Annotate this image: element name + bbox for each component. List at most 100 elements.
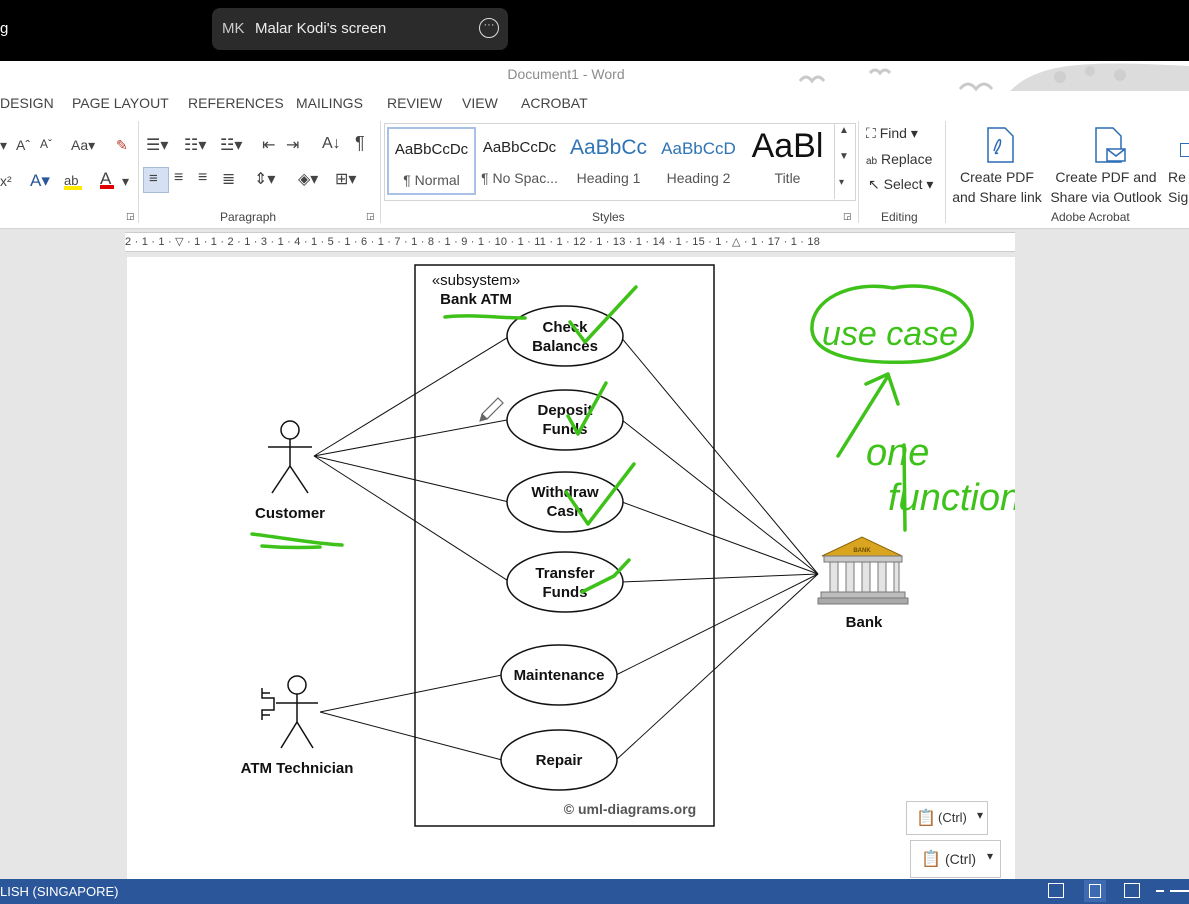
- tab-references[interactable]: REFERENCES: [188, 95, 284, 111]
- show-formatting-marks-icon[interactable]: ¶: [355, 133, 365, 153]
- styles-gallery: [384, 123, 856, 201]
- tab-view[interactable]: VIEW: [462, 95, 498, 111]
- style-normal[interactable]: AaBbCcDc ¶ Normal: [387, 127, 476, 195]
- clear-formatting-icon[interactable]: ✎: [116, 137, 128, 153]
- create-pdf-outlook-icon: [1095, 127, 1126, 163]
- styles-scroll[interactable]: ▲ ▼ ▾: [834, 123, 853, 199]
- highlight-color-icon[interactable]: ab: [64, 173, 82, 190]
- use-case-repair[interactable]: [500, 729, 618, 791]
- style-heading-2-sample: AaBbCcD: [661, 139, 736, 158]
- association-line: [319, 711, 503, 761]
- align-left-icon[interactable]: ≡: [143, 167, 169, 193]
- print-layout-icon[interactable]: [1084, 880, 1106, 902]
- zoom-slider[interactable]: [1170, 890, 1189, 892]
- request-signatures-icon: [1180, 143, 1189, 157]
- superscript-icon[interactable]: x²: [0, 173, 12, 189]
- association-line: [313, 455, 510, 503]
- more-styles-icon[interactable]: ▾: [839, 177, 845, 188]
- style-normal-sample: AaBbCcDc: [394, 141, 469, 158]
- paste-options-button[interactable]: 📋 (Ctrl) ▾: [910, 840, 1001, 878]
- style-no-spacing[interactable]: AaBbCcDc ¶ No Spac...: [477, 127, 562, 191]
- styles-dialog-launcher-icon[interactable]: ◲: [843, 211, 852, 221]
- bullets-icon[interactable]: ☰▾: [146, 137, 169, 154]
- one-note: one: [866, 432, 929, 474]
- document-title: Document1 - Word: [507, 66, 625, 82]
- justify-icon[interactable]: ≣: [222, 171, 236, 188]
- decrease-indent-icon[interactable]: ⇤: [262, 137, 276, 154]
- check-mark: [564, 462, 636, 526]
- align-right-icon[interactable]: ≡: [198, 169, 208, 186]
- use-case-transfer-funds[interactable]: [506, 551, 624, 613]
- use-case-label: Check: [542, 319, 588, 336]
- use-case-deposit-funds[interactable]: [506, 389, 624, 451]
- replace-button[interactable]: ab Replace: [866, 151, 932, 167]
- scroll-up-icon[interactable]: ▲: [839, 125, 849, 136]
- text-effects-icon[interactable]: A▾: [30, 171, 50, 190]
- style-title-sample: AaBl: [751, 127, 824, 165]
- create-pdf-icon: [987, 127, 1014, 163]
- find-button[interactable]: ⛶ Find ▾: [866, 125, 918, 141]
- use-case-check-balances[interactable]: [506, 305, 624, 367]
- numbering-icon[interactable]: ☷▾: [184, 137, 207, 154]
- borders-icon[interactable]: ⊞▾: [335, 171, 357, 188]
- align-center-icon[interactable]: ≡: [174, 169, 184, 186]
- paste-options-label: (Ctrl): [938, 810, 967, 825]
- use-case-maintenance[interactable]: [500, 644, 618, 706]
- horizontal-ruler[interactable]: 2 · 1 · 1 · ▽ · 1 · 1 · 2 · 1 · 3 · 1 · …: [125, 232, 1015, 252]
- line-spacing-icon[interactable]: ⇕▾: [254, 171, 276, 188]
- tab-mailings[interactable]: MAILINGS: [296, 95, 363, 111]
- tab-design[interactable]: DESIGN: [0, 95, 54, 111]
- group-separator: [380, 121, 381, 223]
- binoculars-icon: ⛶: [866, 125, 876, 141]
- grow-font-icon[interactable]: Aˆ: [16, 137, 30, 153]
- change-case-icon[interactable]: Aa▾: [71, 137, 96, 153]
- read-mode-icon[interactable]: [1048, 883, 1064, 898]
- style-heading-1[interactable]: AaBbCc Heading 1: [566, 127, 651, 191]
- multilevel-list-icon[interactable]: ☳▾: [220, 137, 243, 154]
- underline-bank-atm: [443, 314, 527, 320]
- scroll-down-icon[interactable]: ▼: [839, 151, 849, 162]
- tab-page-layout[interactable]: PAGE LAYOUT: [72, 95, 169, 111]
- screen-share-pill[interactable]: MK Malar Kodi's screen ···: [212, 8, 508, 50]
- document-page[interactable]: «subsystem» Bank ATM Check Balances Depo…: [127, 257, 1015, 879]
- web-layout-icon[interactable]: [1124, 883, 1140, 898]
- increase-indent-icon[interactable]: ⇥: [286, 137, 300, 154]
- screen-share-bar: g MK Malar Kodi's screen ···: [0, 0, 1189, 61]
- replace-icon: ab: [866, 156, 878, 167]
- styles-group-label: Styles: [592, 210, 625, 224]
- font-color-dropdown-icon[interactable]: ▾: [122, 173, 130, 189]
- technician-actor-icon: [261, 675, 318, 749]
- handwritten-text: use case one function: [822, 315, 1015, 519]
- title-bar: Document1 - Word: [0, 61, 1189, 91]
- create-pdf-label-2: and Share link: [952, 189, 1042, 205]
- use-case-label: Balances: [532, 338, 598, 355]
- subsystem-stereotype: «subsystem»: [432, 272, 520, 289]
- sort-icon[interactable]: A↓: [322, 135, 341, 152]
- zoom-out-icon[interactable]: [1156, 890, 1164, 892]
- ruler-ticks: 2 · 1 · 1 · ▽ · 1 · 1 · 2 · 1 · 3 · 1 · …: [125, 236, 821, 248]
- shrink-font-icon[interactable]: Aˇ: [40, 137, 52, 151]
- font-color-icon[interactable]: A: [100, 169, 114, 189]
- style-title[interactable]: AaBl Title: [745, 127, 830, 191]
- style-heading-2[interactable]: AaBbCcD Heading 2: [656, 127, 741, 191]
- tab-review[interactable]: REVIEW: [387, 95, 443, 111]
- shading-icon[interactable]: ◈▾: [298, 171, 319, 188]
- paste-options-button[interactable]: 📋 (Ctrl) ▾: [906, 801, 988, 835]
- font-dialog-launcher-icon[interactable]: ◲: [126, 211, 135, 221]
- select-button[interactable]: ↖ Select ▾: [868, 176, 934, 192]
- tab-acrobat[interactable]: ACROBAT: [521, 95, 588, 111]
- language-indicator[interactable]: LISH (SINGAPORE): [0, 884, 119, 899]
- use-case-label: Repair: [536, 752, 583, 769]
- customer-label: Customer: [255, 505, 325, 522]
- bank-sign: BANK: [853, 548, 871, 554]
- paragraph-dialog-launcher-icon[interactable]: ◲: [366, 211, 375, 221]
- check-mark: [568, 285, 638, 344]
- clipboard-icon: 📋: [921, 851, 941, 868]
- more-options-icon[interactable]: ···: [479, 18, 499, 38]
- chevron-down-icon: ▾: [977, 808, 984, 822]
- font-dropdown-arrow-icon[interactable]: ▾: [0, 137, 8, 153]
- circle-around-use-case: [810, 284, 974, 365]
